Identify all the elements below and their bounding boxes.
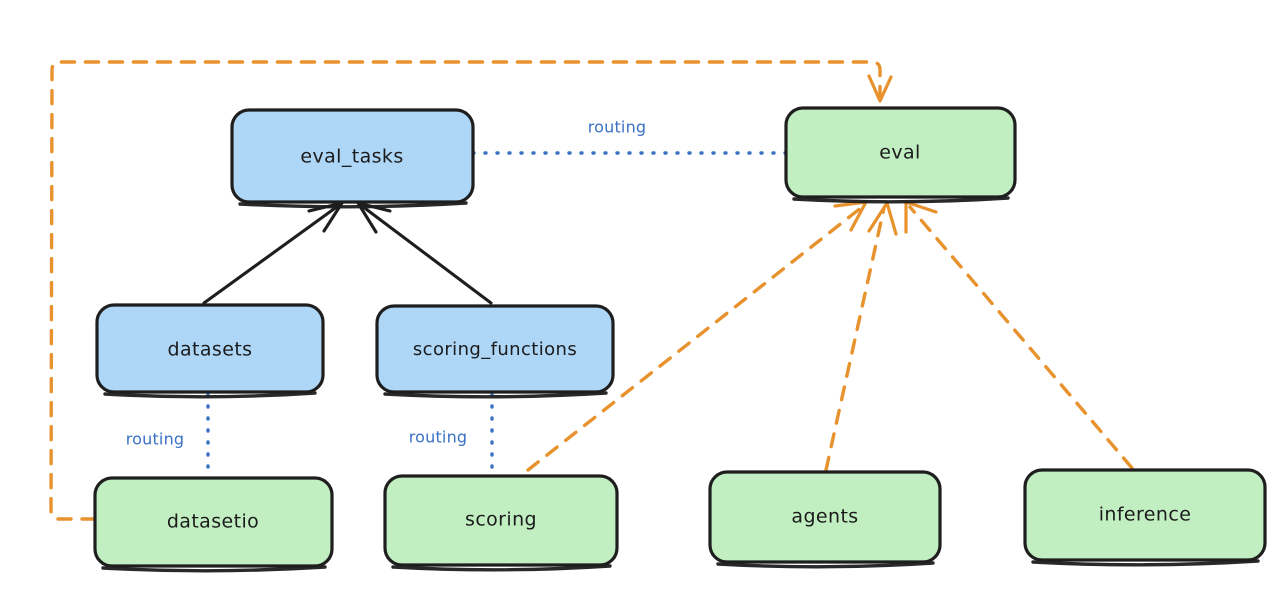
edge-label-layer: routing routing routing	[126, 118, 647, 449]
node-datasetio-shadow	[101, 565, 327, 573]
node-inference-label: inference	[1099, 504, 1192, 526]
node-datasetio-box[interactable]	[93, 476, 334, 568]
node-datasets-box[interactable]	[95, 303, 325, 394]
node-eval-box[interactable]	[784, 106, 1017, 199]
node-eval-shadow	[792, 196, 1010, 204]
node-agents-shadow	[716, 561, 935, 569]
node-scoring-functions[interactable]: scoring_functions	[375, 304, 615, 399]
node-datasets-label: datasets	[168, 339, 253, 361]
edge-label-routing-datasetio: routing	[126, 430, 185, 449]
edge-scoring-functions-to-eval-tasks	[360, 204, 493, 305]
edge-scoring-to-eval	[526, 205, 864, 472]
node-eval-tasks-label: eval_tasks	[300, 146, 403, 168]
node-eval-tasks-shadow	[238, 201, 468, 209]
node-datasetio-label: datasetio	[167, 511, 259, 533]
edge-inference-to-eval	[908, 205, 1134, 470]
node-agents[interactable]: agents	[708, 470, 942, 569]
node-scoring-box[interactable]	[383, 474, 619, 567]
node-layer: eval_tasks eval datasets scoring_functio…	[93, 106, 1267, 573]
edge-datasetio-to-eval-arrowhead	[867, 74, 893, 103]
edge-label-routing-scoring: routing	[409, 428, 468, 447]
node-datasets-shadow	[103, 391, 317, 399]
node-datasets[interactable]: datasets	[95, 303, 325, 399]
node-eval-label: eval	[879, 142, 920, 164]
node-inference-box[interactable]	[1023, 468, 1267, 562]
node-agents-label: agents	[791, 506, 858, 528]
edge-label-routing-eval: routing	[588, 118, 647, 137]
node-scoring-shadow	[391, 564, 612, 572]
edge-agents-to-eval-arrowhead	[867, 201, 898, 236]
edge-datasetio-to-eval	[49, 60, 882, 521]
node-eval-tasks-box[interactable]	[230, 108, 475, 204]
node-eval-tasks[interactable]: eval_tasks	[230, 108, 475, 209]
node-inference-shadow	[1031, 559, 1260, 567]
node-scoring[interactable]: scoring	[383, 474, 619, 572]
node-eval[interactable]: eval	[784, 106, 1017, 204]
node-agents-box[interactable]	[708, 470, 942, 564]
node-scoring-functions-label: scoring_functions	[413, 339, 577, 360]
node-scoring-label: scoring	[465, 509, 537, 531]
node-inference[interactable]: inference	[1023, 468, 1267, 567]
edge-layer	[49, 60, 1134, 521]
node-scoring-functions-shadow	[383, 391, 608, 399]
edge-datasets-to-eval-tasks	[202, 204, 340, 305]
edge-agents-to-eval	[824, 206, 886, 472]
node-scoring-functions-box[interactable]	[375, 304, 615, 394]
node-datasetio[interactable]: datasetio	[93, 476, 334, 573]
